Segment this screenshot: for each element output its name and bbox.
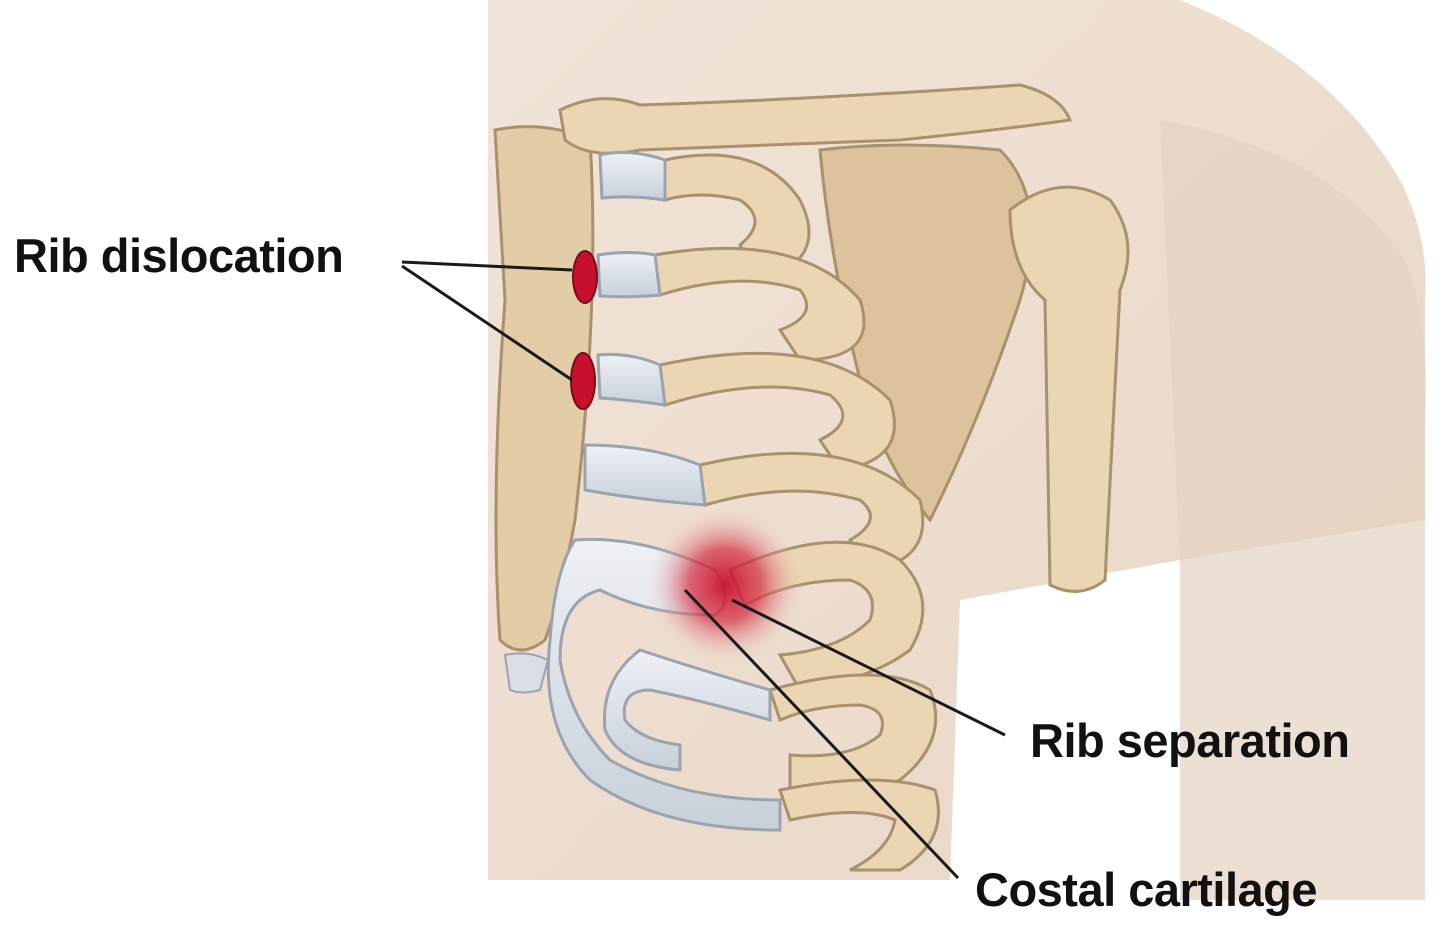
- leader-lines: [401, 260, 1006, 880]
- humerus: [1008, 185, 1130, 593]
- xiphoid: [503, 652, 550, 694]
- cartilage-1: [598, 150, 667, 202]
- cartilage-2: [596, 251, 662, 299]
- rib-separation-injury: [645, 505, 805, 665]
- rib-separation-label: Rib separation: [1030, 714, 1350, 767]
- rib-dislocation-injury-1: [572, 250, 598, 304]
- ribs: [653, 153, 940, 872]
- cartilage-lower-2: [602, 648, 772, 772]
- costal-cartilages: [546, 150, 782, 832]
- cartilage-3: [596, 352, 667, 407]
- leader-separation: [731, 598, 1006, 737]
- clavicle: [558, 83, 1073, 155]
- costal-cartilage-label: Costal cartilage: [975, 863, 1318, 916]
- leader-dislocation-2: [401, 264, 573, 382]
- arm-skin: [1160, 120, 1426, 900]
- cartilage-4: [583, 443, 707, 507]
- rib-dislocation-label: Rib dislocation: [14, 229, 344, 282]
- rib-dislocation-injury-2: [570, 352, 596, 410]
- leader-dislocation-1: [401, 260, 573, 272]
- leader-cartilage: [683, 588, 960, 880]
- rib-7: [778, 778, 940, 872]
